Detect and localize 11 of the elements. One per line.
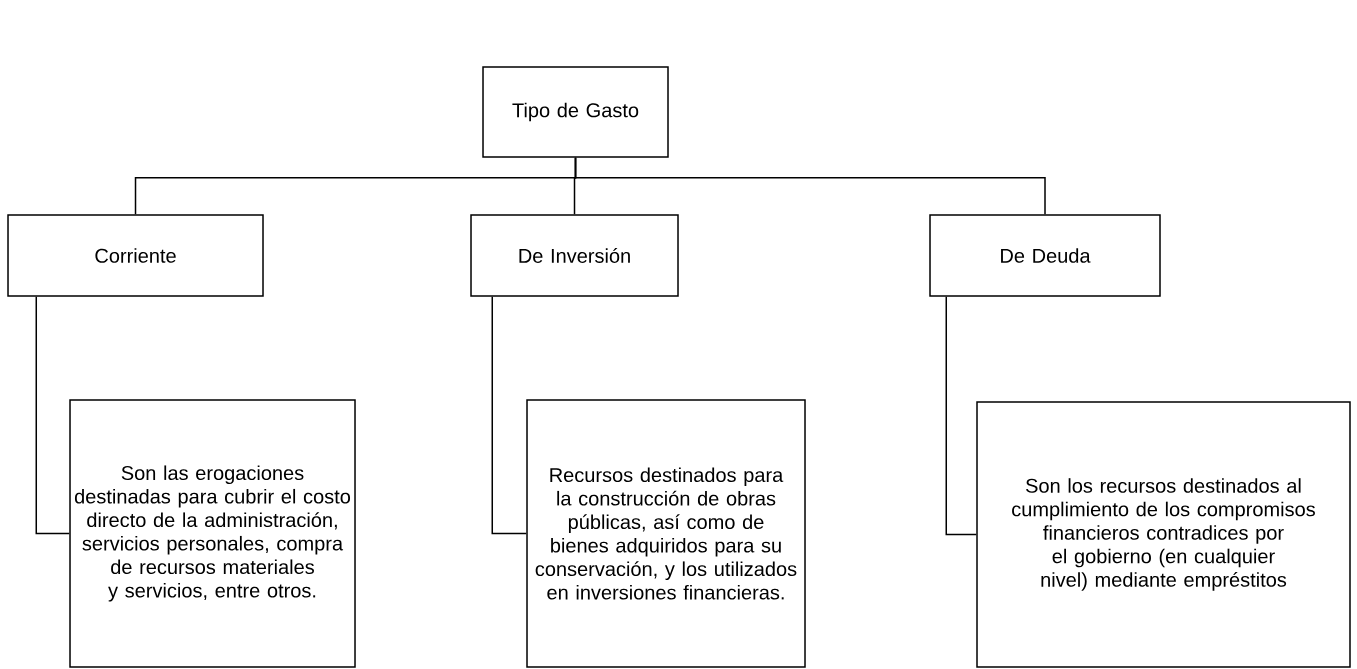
connector-line	[574, 157, 1046, 215]
description-box: Son los recursos destinados al cumplimiento de los compromisos financieros contradices por el gobierno (en cualquier nivel) mediante empréstitos	[976, 401, 1351, 668]
category-box: De Deuda	[929, 214, 1161, 297]
connector-line	[491, 296, 527, 535]
description-box: Recursos destinados para la construcción de obras públicas, así como de bienes adquiridos para su conservación, y los utilizados en inversiones financieras.	[526, 399, 806, 668]
category-box: Corriente	[7, 214, 264, 297]
connector-line	[945, 296, 977, 536]
description-box: Son las erogaciones destinadas para cubrir el costo directo de la administración, servicios personales, compra de recursos materiales y servicios, entre otros.	[69, 399, 356, 668]
category-box: De Inversión	[470, 214, 679, 297]
connector-line	[35, 296, 70, 535]
root-box: Tipo de Gasto	[482, 66, 669, 158]
